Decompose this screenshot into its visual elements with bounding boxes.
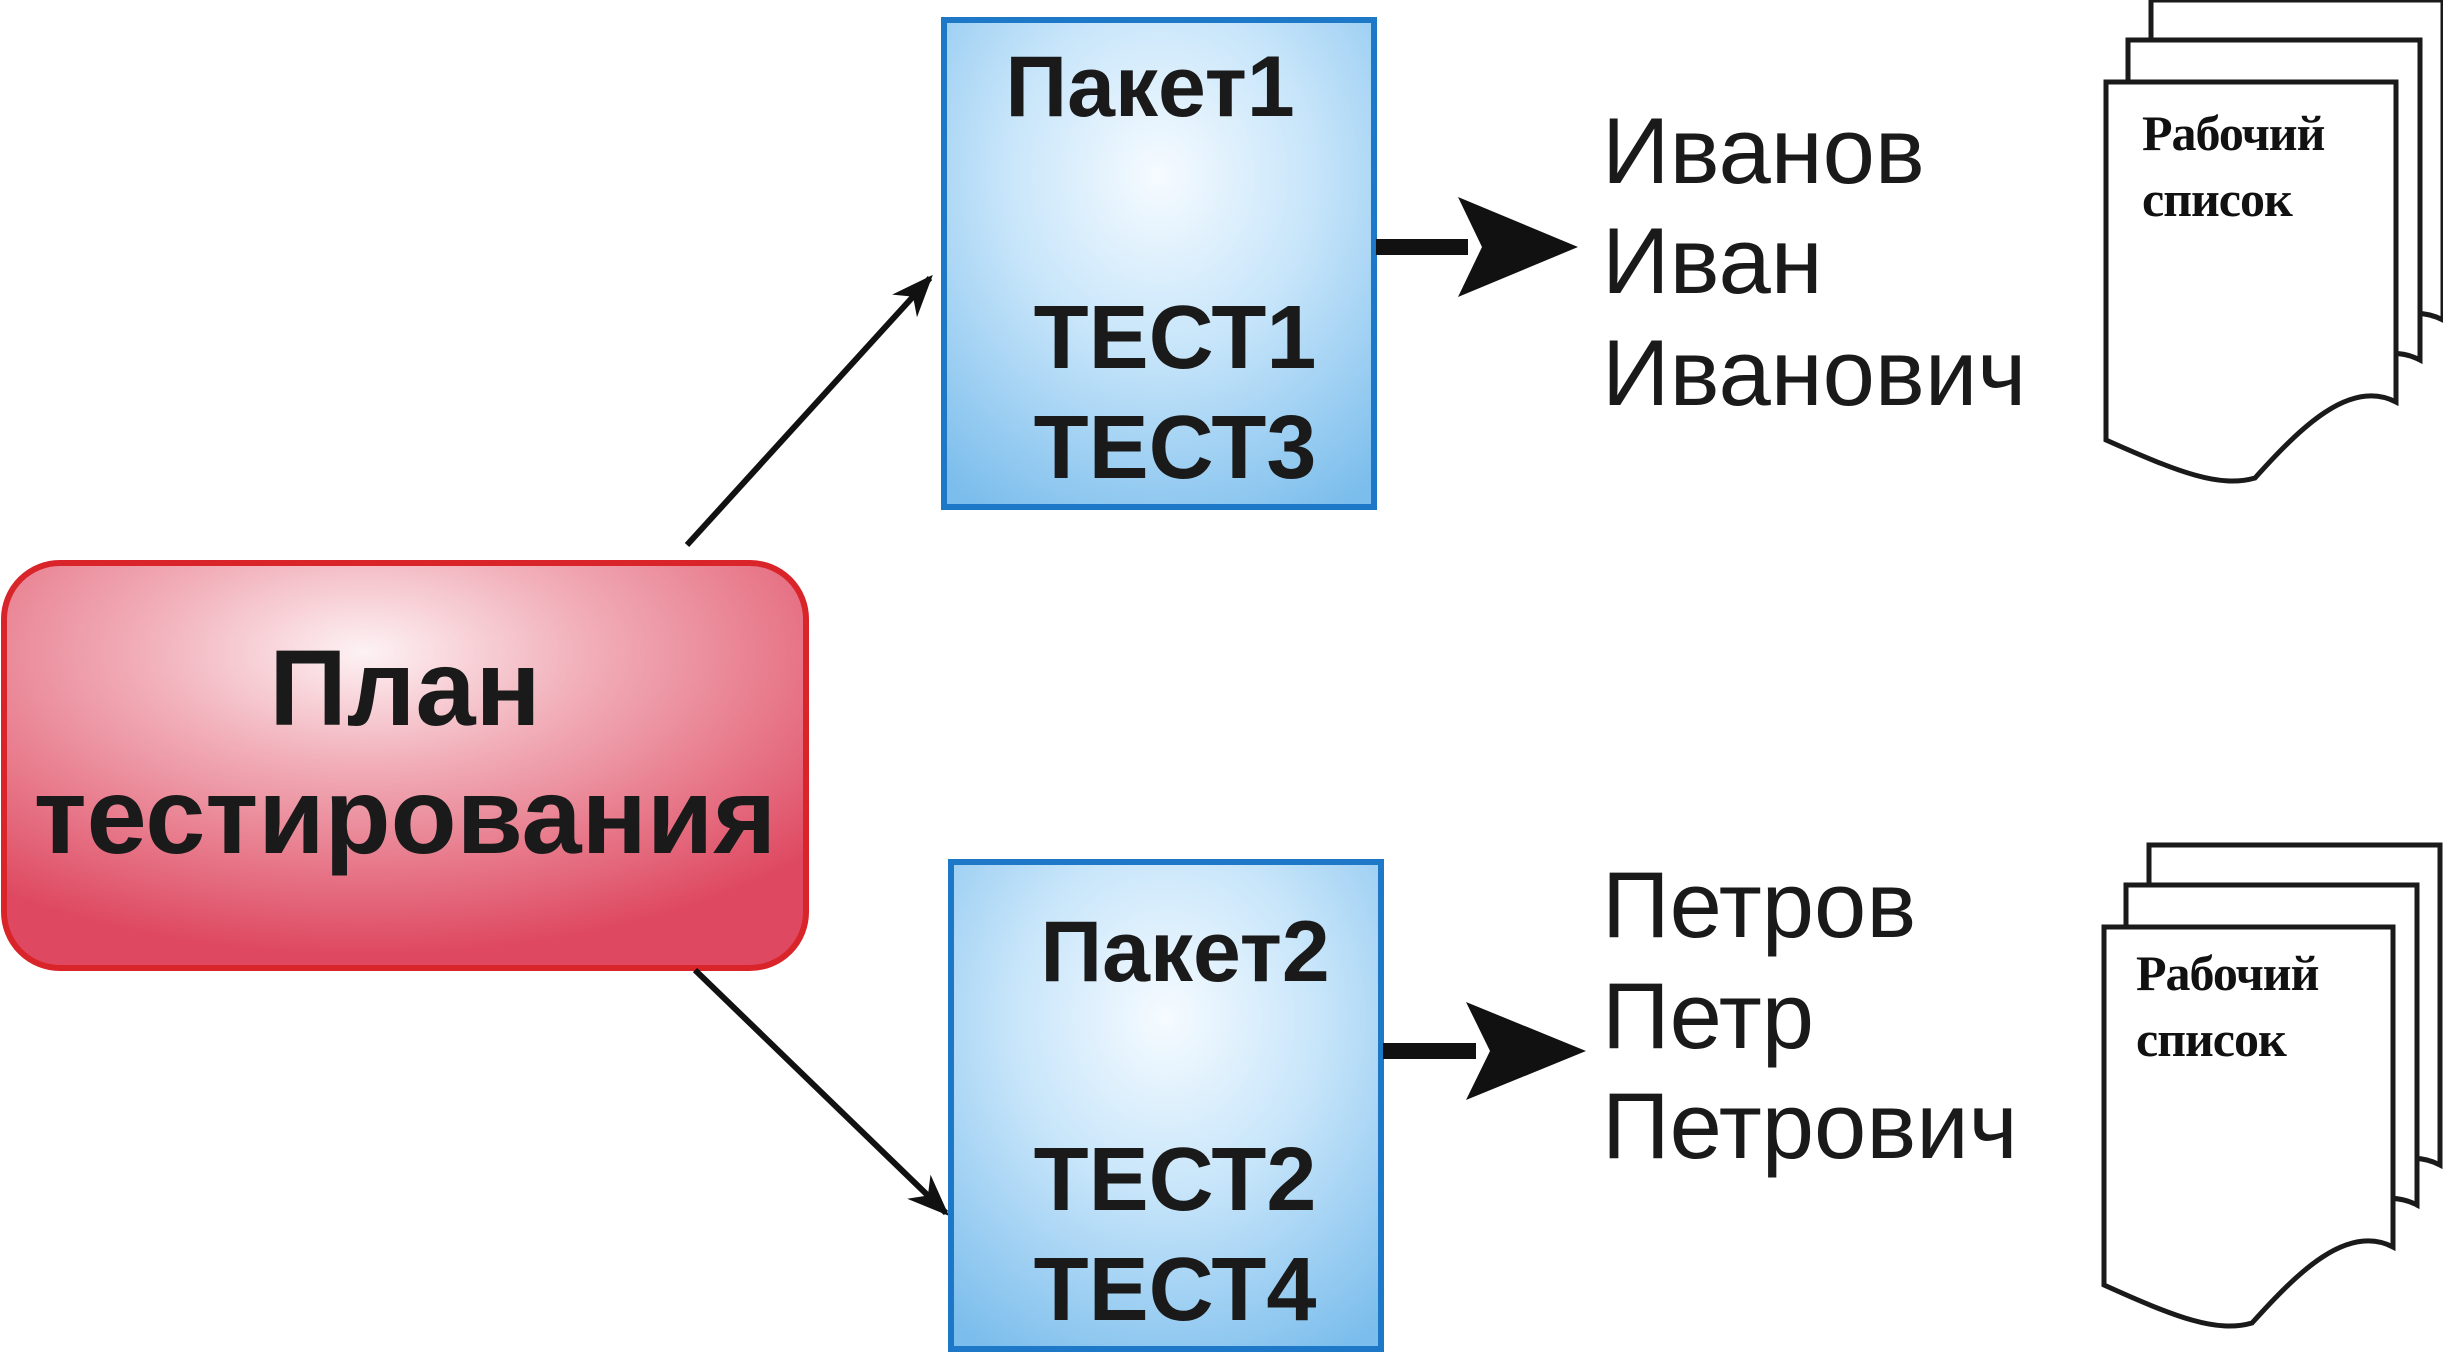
assignee2-surname: Петров xyxy=(1602,852,1916,957)
package1-test2: ТЕСТ3 xyxy=(1034,398,1317,498)
package2-test2: ТЕСТ4 xyxy=(1034,1240,1317,1340)
assignee1: Иванов Иван Иванович xyxy=(1602,98,2026,425)
package1-box xyxy=(941,17,1377,510)
package2-title: Пакет2 xyxy=(1040,904,1329,1000)
package2-test1: ТЕСТ2 xyxy=(1034,1130,1317,1230)
assignee1-surname: Иванов xyxy=(1602,98,1925,203)
package2-box xyxy=(948,859,1384,1352)
plan-to-package2-arrow xyxy=(692,967,950,1216)
worklist1-label-line2: список xyxy=(2142,171,2293,227)
package1-node: Пакет1 ТЕСТ1 ТЕСТ3 xyxy=(941,17,1377,510)
package2-node: Пакет2 ТЕСТ2 ТЕСТ4 xyxy=(948,859,1384,1352)
plan-title-line1: План xyxy=(269,627,541,748)
worklist2-label-line1: Рабочий xyxy=(2136,945,2319,1001)
plan-box xyxy=(1,560,809,971)
package2-to-assignee-arrow xyxy=(1383,1002,1586,1100)
worklist1-document-icon: Рабочий список xyxy=(2103,0,2443,484)
package1-test1: ТЕСТ1 xyxy=(1034,288,1317,388)
package1-to-assignee-arrow xyxy=(1376,197,1578,297)
assignee1-name: Иван xyxy=(1602,208,1823,313)
assignee1-patronymic: Иванович xyxy=(1602,320,2026,425)
assignee2: Петров Петр Петрович xyxy=(1602,852,2018,1178)
worklist2-document-icon: Рабочий список xyxy=(2101,842,2443,1329)
worklist1-label-line1: Рабочий xyxy=(2142,105,2325,161)
assignee2-name: Петр xyxy=(1602,963,1814,1068)
plan-node: План тестирования xyxy=(1,560,809,971)
worklist2-label-line2: список xyxy=(2136,1011,2287,1067)
package1-title: Пакет1 xyxy=(1005,39,1294,135)
assignee2-patronymic: Петрович xyxy=(1602,1073,2018,1178)
plan-title-line2: тестирования xyxy=(34,755,777,876)
plan-to-package1-arrow xyxy=(684,274,933,548)
